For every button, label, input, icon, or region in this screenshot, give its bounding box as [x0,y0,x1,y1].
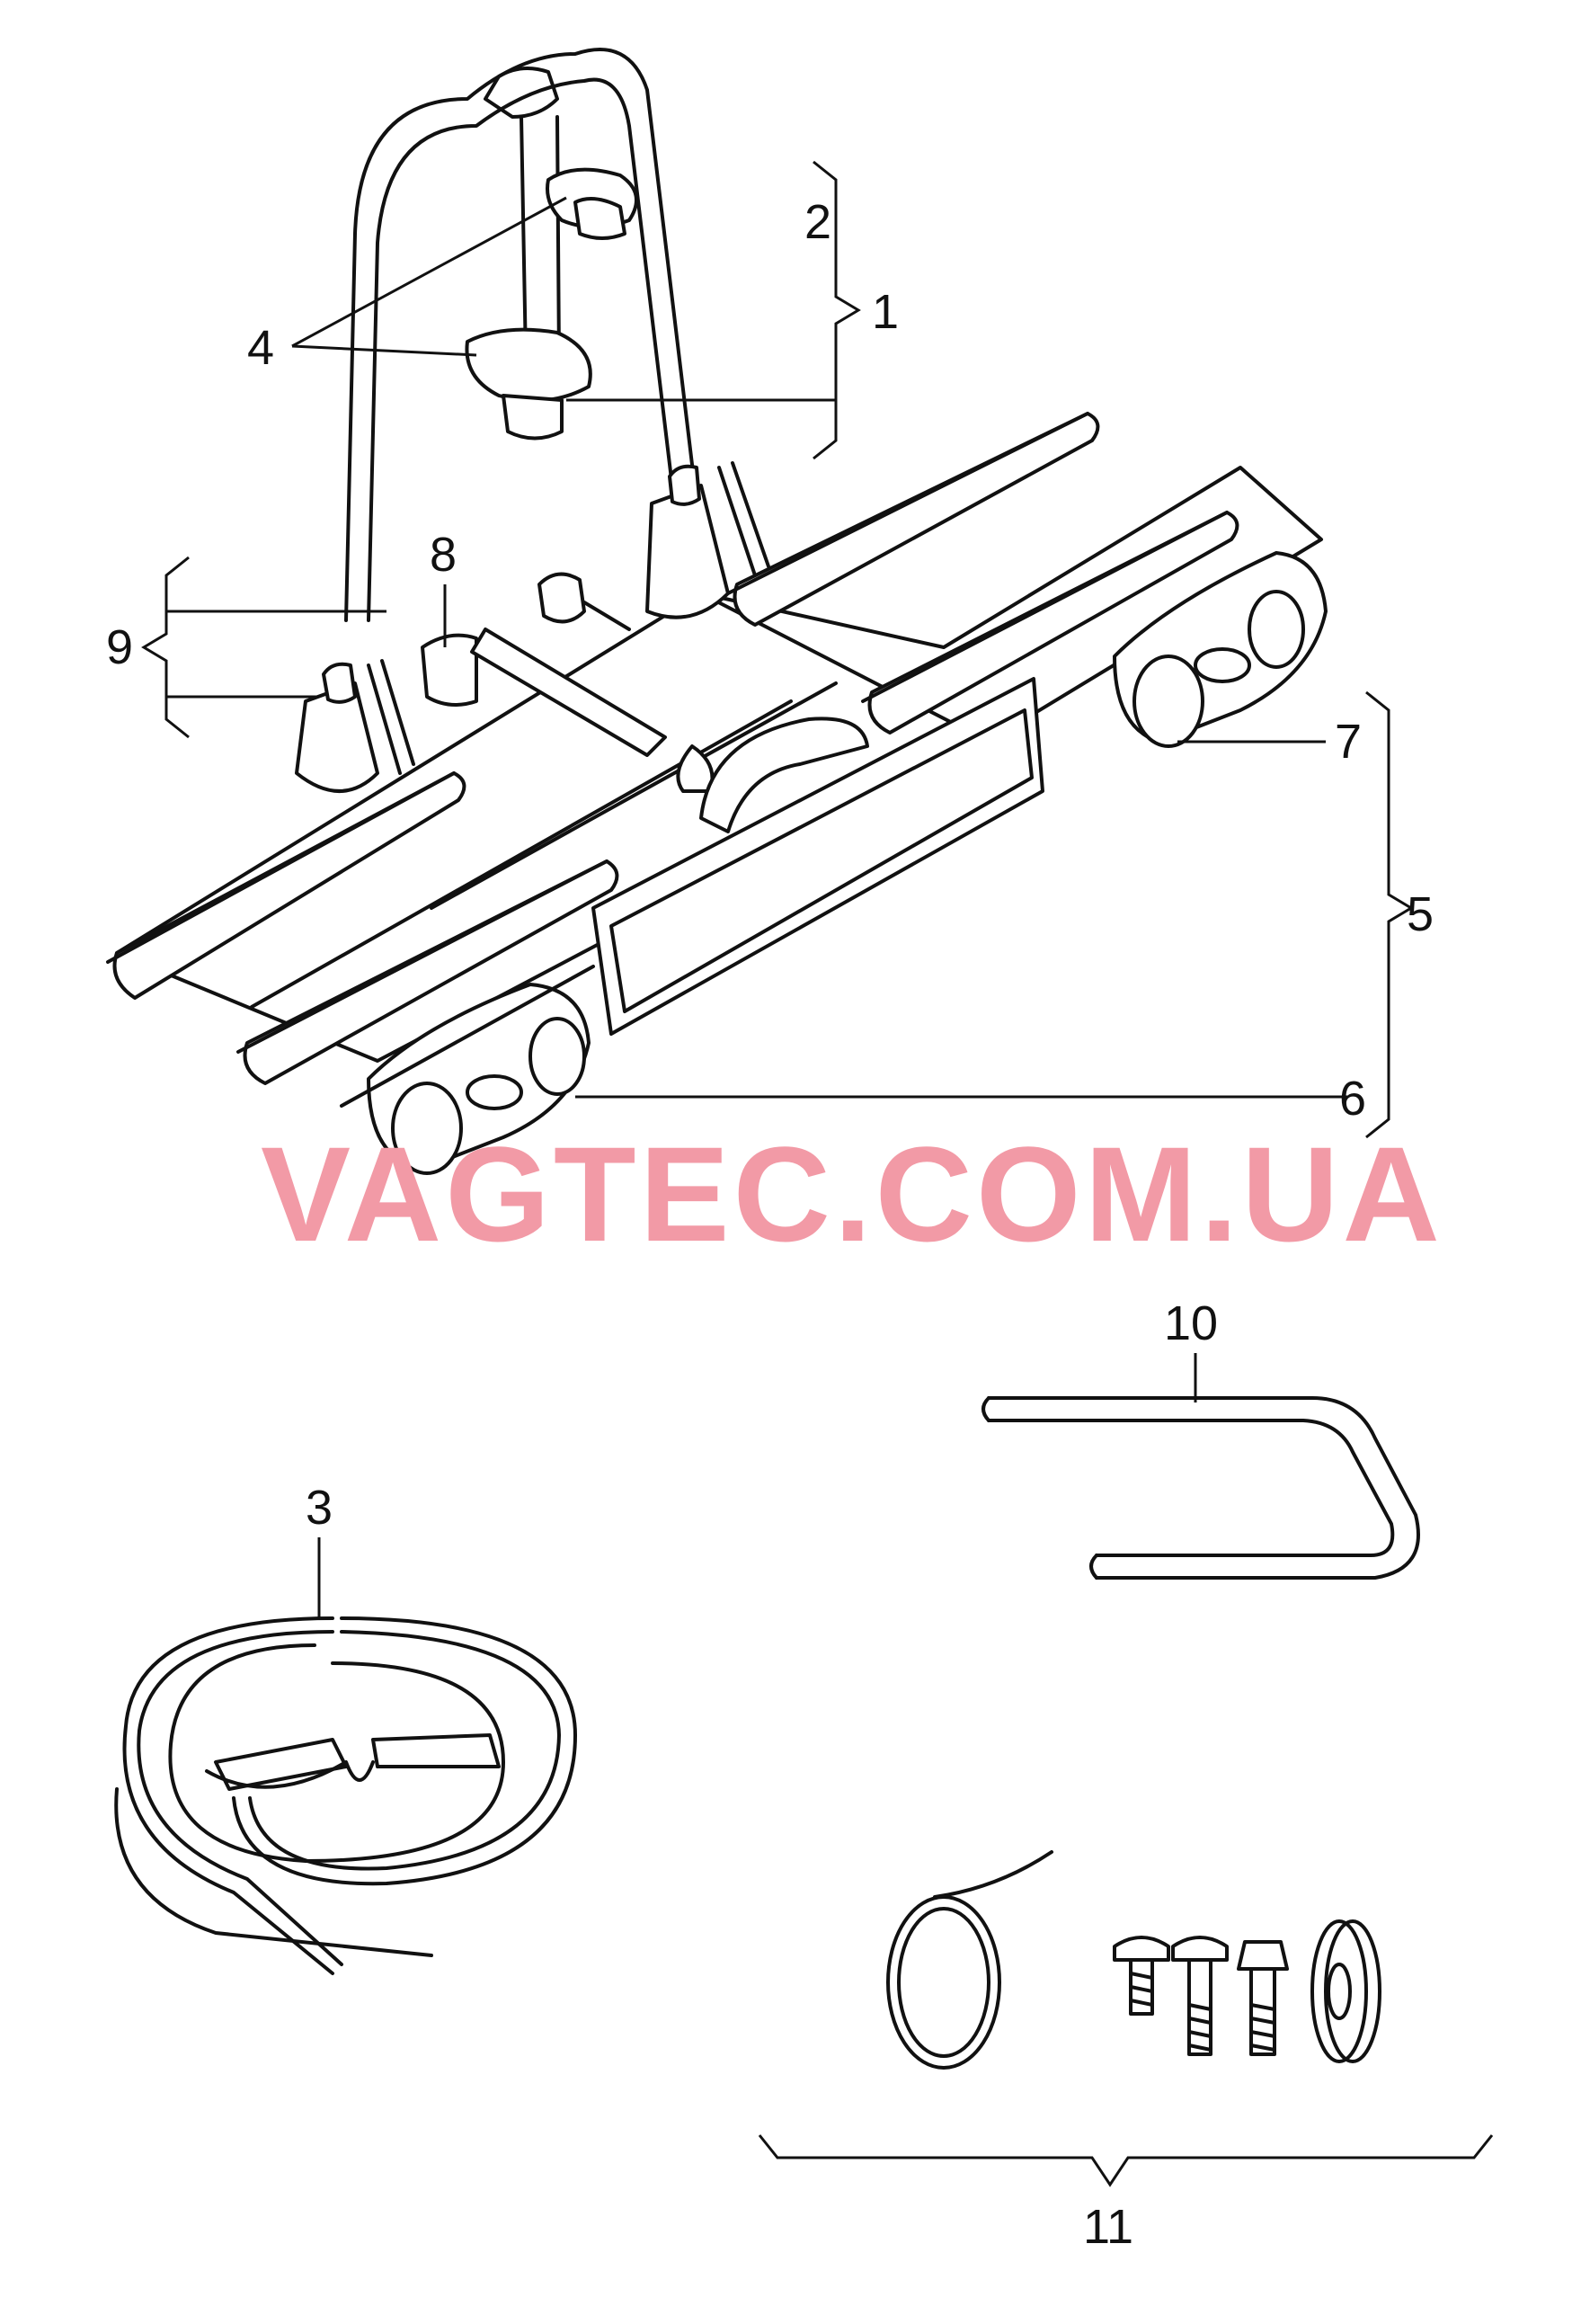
callout-10: 10 [1164,1296,1218,1350]
callout-3: 3 [306,1481,333,1535]
callout-8: 8 [430,528,457,582]
callout-2: 2 [804,195,831,249]
watermark-text: VAGTEC.COM.UA [261,1118,1443,1269]
callout-9: 9 [106,620,133,674]
callout-4: 4 [247,321,274,375]
part-3-cable [114,1616,577,1975]
callout-1: 1 [872,285,899,339]
callout-7: 7 [1335,715,1362,769]
part-11-fasteners [886,1850,1381,2070]
callout-5: 5 [1407,887,1434,941]
part-10-rod [981,1396,1420,1580]
callout-11: 11 [1083,2200,1133,2254]
bike-carrier-assembly [106,48,1328,1175]
leader-lines [141,160,1494,2187]
callout-6: 6 [1339,1072,1366,1126]
callout-labels: 2 1 4 8 9 7 5 6 10 3 11 [106,195,1434,2254]
